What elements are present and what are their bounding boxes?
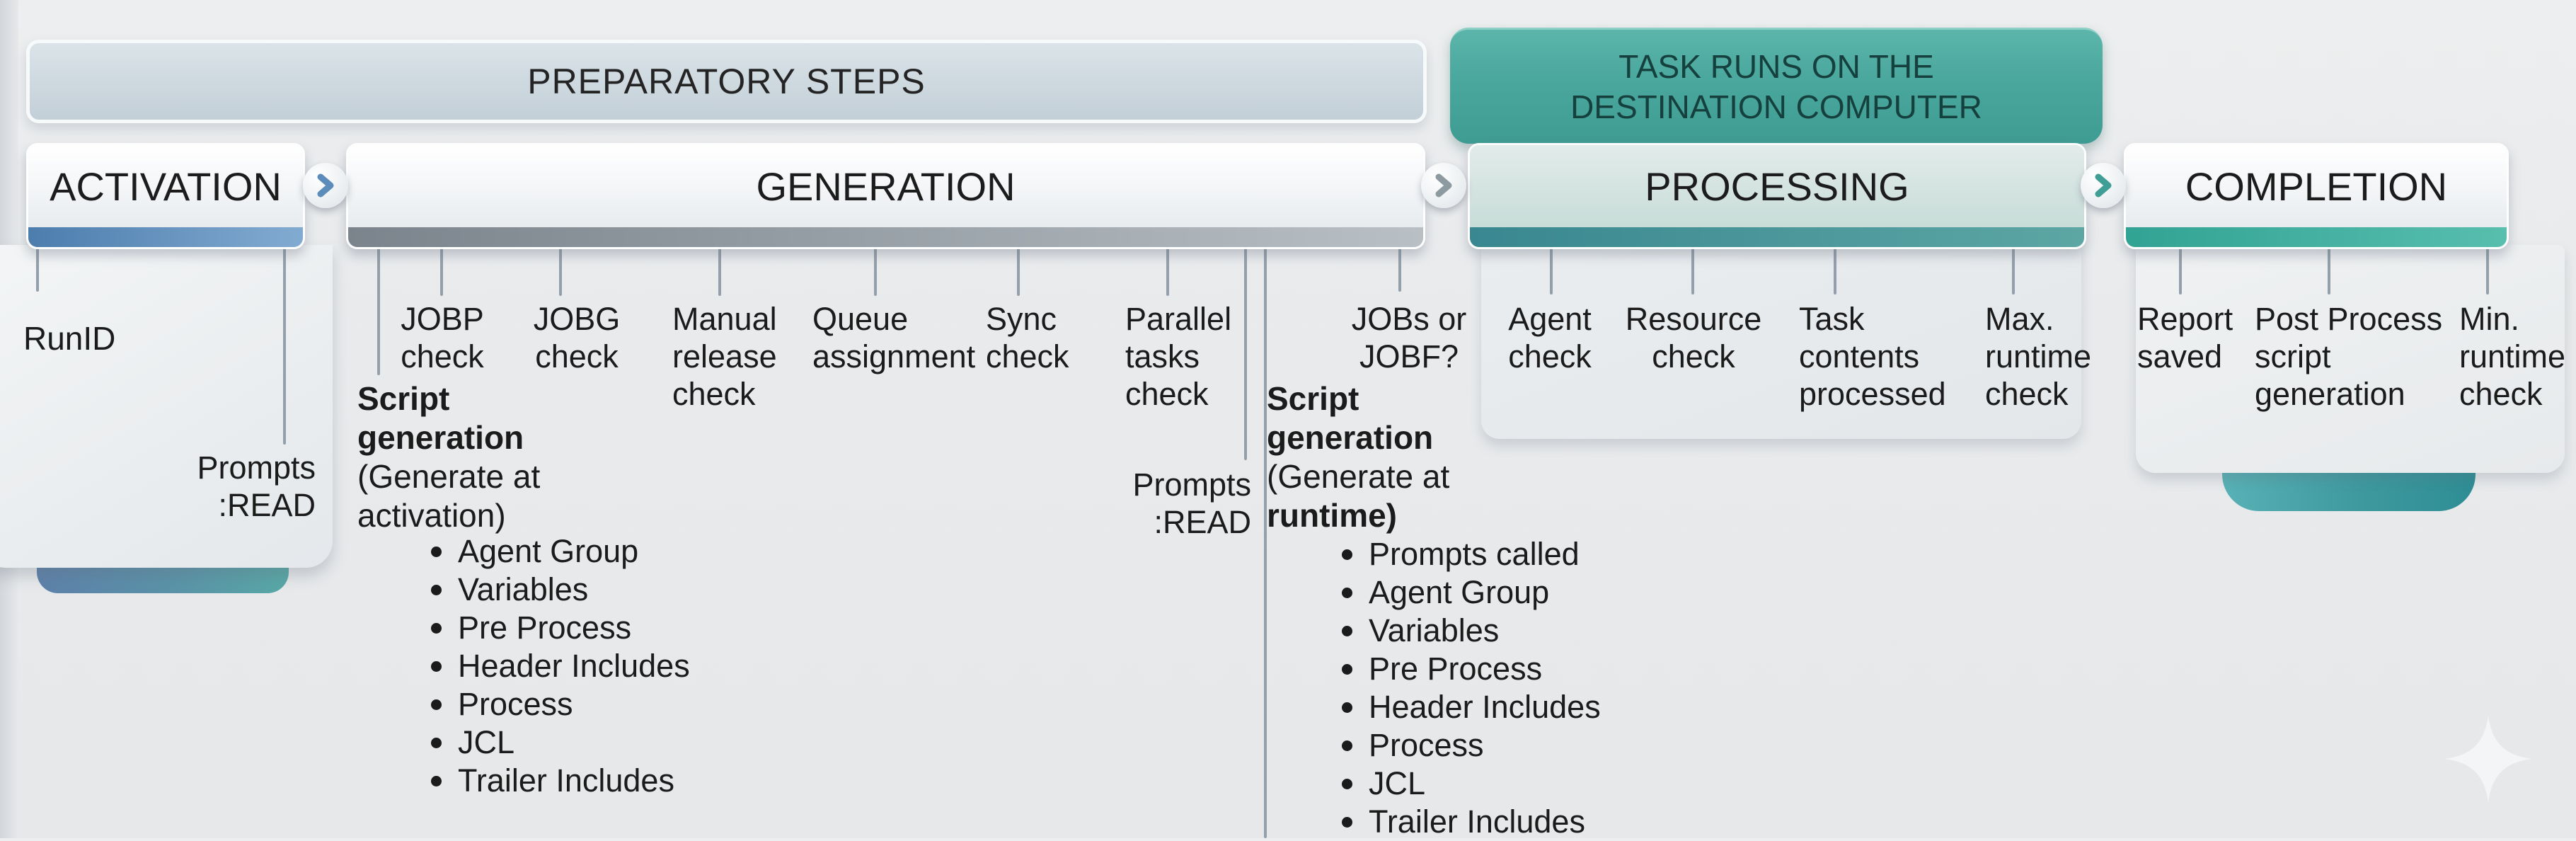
connector-min-runtime: [2486, 245, 2489, 294]
task-runs-label: TASK RUNS ON THE DESTINATION COMPUTER: [1570, 47, 1982, 125]
label-manual-release-check: Manual release check: [672, 301, 777, 412]
stage-header-processing: PROCESSING: [1468, 143, 2086, 249]
connector-report-saved: [2179, 245, 2182, 294]
label-parallel-tasks-check: Parallel tasks check: [1125, 301, 1232, 412]
generation-header-band: [348, 227, 1423, 247]
list-item: Process: [421, 685, 690, 723]
completion-header-face: COMPLETION: [2126, 145, 2507, 227]
label-sync-check: Sync check: [986, 301, 1069, 374]
list-item: Prompts called: [1332, 535, 1601, 573]
generation-header-face: GENERATION: [348, 145, 1423, 227]
list-item: Pre Process: [1332, 650, 1601, 688]
chevron-right-icon: [317, 173, 334, 198]
connector-task-contents: [1834, 245, 1836, 294]
processing-card: [1481, 245, 2081, 439]
connector-script-activation: [377, 245, 380, 375]
completion-gradient-band: [2222, 471, 2476, 511]
script-runtime-bullet-list: Prompts called Agent Group Variables Pre…: [1332, 535, 1601, 841]
list-item: Variables: [421, 571, 690, 609]
list-item: Header Includes: [421, 647, 690, 685]
activation-card: [0, 245, 333, 568]
generation-header-label: GENERATION: [756, 164, 1016, 209]
preparatory-steps-label: PREPARATORY STEPS: [527, 62, 926, 101]
script-activation-bullet-list: Agent Group Variables Pre Process Header…: [421, 532, 690, 800]
label-runid: RunID: [23, 320, 116, 357]
activation-gradient-band: [37, 566, 289, 593]
chevron-right-icon: [2095, 173, 2112, 198]
activation-header-face: ACTIVATION: [28, 145, 303, 227]
preparatory-steps-banner: PREPARATORY STEPS: [26, 40, 1427, 123]
connector-runid: [36, 245, 39, 292]
list-item: JCL: [1332, 765, 1601, 803]
subtitle-bold-text: runtime): [1267, 497, 1397, 534]
label-post-process-script-generation: Post Process script generation: [2255, 301, 2443, 412]
label-jobs-or-jobf: JOBs or JOBF?: [1351, 301, 1467, 374]
chevron-activation-to-generation: [303, 163, 348, 208]
script-generation-activation-subtitle: (Generate at activation): [357, 458, 541, 534]
script-generation-runtime-title: Script generation: [1267, 380, 1434, 456]
stage-header-activation: ACTIVATION: [26, 143, 305, 249]
activation-header-band: [28, 227, 303, 247]
list-item: Trailer Includes: [421, 762, 690, 800]
label-min-runtime-check: Min. runtime check: [2459, 301, 2566, 412]
connector-max-runtime: [2012, 245, 2015, 294]
list-item: JCL: [421, 723, 690, 762]
stage-header-generation: GENERATION: [346, 143, 1425, 249]
completion-header-label: COMPLETION: [2185, 164, 2448, 209]
processing-header-band: [1470, 227, 2084, 247]
label-max-runtime-check: Max. runtime check: [1985, 301, 2092, 412]
list-item: Header Includes: [1332, 688, 1601, 726]
connector-jobs-question: [1398, 245, 1401, 292]
activation-header-label: ACTIVATION: [50, 164, 282, 209]
connector-jobp: [440, 245, 443, 296]
processing-header-face: PROCESSING: [1470, 145, 2084, 227]
label-agent-check: Agent check: [1508, 301, 1592, 374]
list-item: Process: [1332, 726, 1601, 765]
connector-post-process: [2328, 245, 2330, 294]
processing-header-label: PROCESSING: [1645, 164, 1909, 209]
task-runs-banner: TASK RUNS ON THE DESTINATION COMPUTER: [1450, 28, 2103, 144]
list-item: Trailer Includes: [1332, 803, 1601, 841]
connector-generation-prompts: [1244, 245, 1247, 460]
label-jobg-check: JOBG check: [533, 301, 621, 374]
list-item: Variables: [1332, 612, 1601, 650]
sparkle-icon: [2444, 715, 2532, 803]
connector-queue: [874, 245, 877, 296]
chevron-processing-to-completion: [2081, 163, 2126, 208]
subtitle-regular-text: (Generate at: [1267, 458, 1450, 495]
completion-card: [2136, 245, 2565, 473]
label-activation-prompts-read: Prompts :READ: [197, 450, 316, 523]
connector-manual-release: [718, 245, 721, 296]
connector-sync: [1017, 245, 1020, 296]
label-generation-prompts-read: Prompts :READ: [1132, 467, 1251, 540]
script-generation-activation-block: Script generation (Generate at activatio…: [357, 379, 598, 535]
list-item: Pre Process: [421, 609, 690, 647]
connector-agent-check: [1550, 245, 1553, 294]
label-report-saved: Report saved: [2137, 301, 2233, 374]
label-jobp-check: JOBP check: [401, 301, 484, 374]
connector-resource-check: [1691, 245, 1694, 294]
label-queue-assignment: Queue assignment: [812, 301, 976, 374]
completion-header-band: [2126, 227, 2507, 247]
list-item: Agent Group: [421, 532, 690, 571]
script-generation-activation-title: Script generation: [357, 380, 524, 456]
connector-script-runtime: [1264, 245, 1267, 838]
connector-parallel: [1166, 245, 1169, 296]
stage-header-completion: COMPLETION: [2124, 143, 2509, 249]
chevron-right-icon: [1435, 173, 1452, 198]
connector-jobg: [559, 245, 562, 296]
chevron-generation-to-processing: [1421, 163, 1466, 208]
label-task-contents-processed: Task contents processed: [1799, 301, 1946, 412]
label-resource-check: Resource check: [1625, 301, 1762, 374]
connector-activation-prompts: [283, 245, 286, 445]
list-item: Agent Group: [1332, 573, 1601, 612]
